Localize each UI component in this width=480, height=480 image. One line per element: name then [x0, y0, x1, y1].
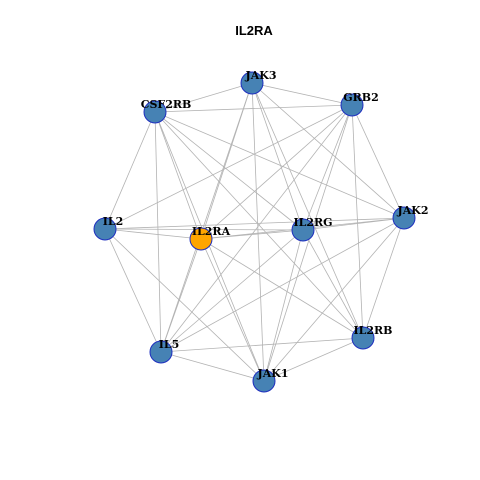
edge-il2rg-jak1: [263, 229, 304, 382]
node-label-il2rb: IL2RB: [354, 324, 393, 337]
node-il2: [93, 217, 117, 241]
edge-csf2rb-il2: [104, 111, 156, 230]
edge-il2ra-il2rb: [200, 238, 364, 339]
edge-jak2-il2rb: [362, 217, 405, 339]
edge-il2rb-il5: [160, 337, 364, 353]
diagram-title: IL2RA: [235, 23, 273, 38]
edge-grb2-il2rb: [351, 104, 364, 339]
edge-il2rg-il2rb: [302, 229, 364, 339]
edge-grb2-il2rg: [302, 104, 353, 231]
edge-il2rg-il5: [160, 229, 304, 353]
edge-csf2rb-il2ra: [154, 111, 202, 240]
node-il2rg: [291, 218, 315, 242]
edge-jak3-il2ra: [200, 82, 253, 240]
node-label-grb2: GRB2: [343, 91, 379, 104]
edge-jak2-il5: [160, 217, 405, 353]
node-label-jak3: JAK3: [245, 69, 277, 82]
edge-il2ra-jak1: [200, 238, 265, 382]
edge-il2rb-jak1: [263, 337, 364, 382]
edge-grb2-jak2: [351, 104, 405, 219]
edge-grb2-il2ra: [200, 104, 353, 240]
edge-jak3-il5: [160, 82, 253, 353]
edge-jak3-jak1: [251, 82, 265, 382]
edge-jak3-jak2: [251, 82, 405, 219]
edge-il2ra-il5: [160, 238, 202, 353]
edge-grb2-jak1: [263, 104, 353, 382]
edge-grb2-il5: [160, 104, 353, 353]
node-grb2: [340, 93, 364, 117]
edge-il2-il5: [104, 228, 162, 353]
node-jak3: [240, 71, 264, 95]
node-label-il5: IL5: [159, 338, 180, 351]
edge-il5-jak1: [160, 351, 265, 382]
node-label-il2: IL2: [103, 215, 124, 228]
node-jak2: [392, 206, 416, 230]
edge-jak2-il2: [104, 217, 405, 230]
edge-csf2rb-il5: [154, 111, 162, 353]
node-csf2rb: [143, 100, 167, 124]
edge-jak2-jak1: [263, 217, 405, 382]
edge-jak3-il2rg: [251, 82, 304, 231]
node-label-csf2rb: CSF2RB: [141, 98, 192, 111]
node-il2ra: [189, 227, 213, 251]
edge-csf2rb-jak3: [154, 82, 253, 113]
edge-csf2rb-il2rg: [154, 111, 304, 231]
node-jak1: [252, 369, 276, 393]
edge-il2-il2ra: [104, 228, 202, 240]
edge-jak3-il2rb: [251, 82, 364, 339]
edge-grb2-il2: [104, 104, 353, 230]
edge-csf2rb-jak2: [154, 111, 405, 219]
node-layer: [93, 71, 416, 393]
edge-csf2rb-grb2: [154, 104, 353, 113]
edge-layer: [104, 82, 405, 382]
node-label-il2rg: IL2RG: [293, 216, 332, 229]
node-il5: [149, 340, 173, 364]
node-label-il2ra: IL2RA: [192, 225, 231, 238]
edge-jak3-grb2: [251, 82, 353, 106]
node-label-jak2: JAK2: [397, 204, 429, 217]
edge-il2-jak1: [104, 228, 265, 382]
edge-il2ra-il2rg: [200, 229, 304, 240]
node-il2rb: [351, 326, 375, 350]
node-label-jak1: JAK1: [257, 367, 289, 380]
